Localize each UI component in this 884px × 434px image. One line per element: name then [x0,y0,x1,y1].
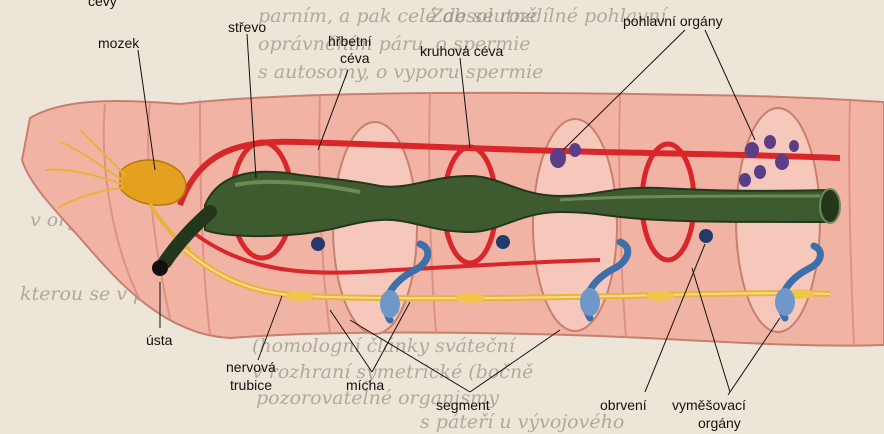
ciliated-funnel [699,229,713,243]
label-strevo: střevo [228,19,266,35]
gonad [745,142,759,158]
label-obrveni: obrvení [600,397,647,413]
label-vymesovaci-line1: vyměšovací [672,397,746,413]
intestine-opening [820,189,840,223]
ciliated-funnel [496,235,510,249]
bg-text-line: v rozhraní symetrické (bočně [252,361,533,383]
label-usta: ústa [146,332,173,348]
bg-text-line: s páteří u vývojového [420,411,624,433]
mouth-opening [152,260,168,276]
label-vymesovaci-line2: orgány [698,415,741,431]
label-nervova-line2: trubice [230,377,272,393]
label-hrbetni-line2: céva [340,50,370,66]
label-micha: mícha [346,377,384,393]
gonad [789,140,799,152]
gonad [764,135,776,149]
label-mozek: mozek [98,35,140,51]
gonad [550,148,566,168]
nephridium [380,290,400,318]
label-cevy: cévy [88,0,117,9]
gonad [569,143,581,157]
gonad [754,165,766,179]
label-nervova-line1: nervová [226,359,276,375]
segment-cut [333,122,417,334]
ciliated-funnel [311,237,325,251]
label-kruhova: kruhová céva [420,43,503,59]
label-hrbetni-line1: hřbetní [328,33,372,49]
label-pohlavni: pohlavní orgány [623,13,723,29]
bg-text-line: (homologní články sváteční [252,335,518,357]
gonad [775,154,789,170]
label-segment: segment [436,397,490,413]
gonad [739,173,751,187]
nephridium [775,288,795,316]
bg-text-line: s autosomy, o vyporu spermie [258,61,543,83]
nephridium [580,288,600,316]
